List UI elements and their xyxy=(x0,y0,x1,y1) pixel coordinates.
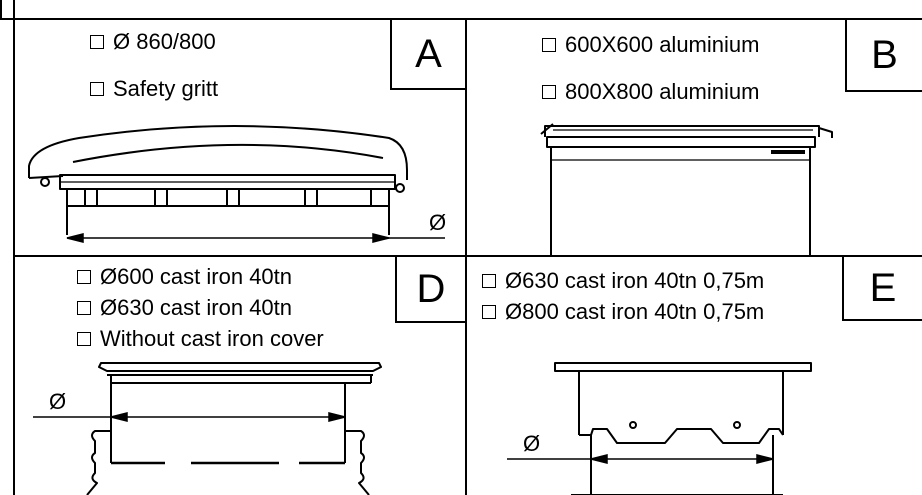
aluminium-hatch-drawing xyxy=(540,123,833,255)
checkbox[interactable] xyxy=(77,332,91,346)
option-b-1[interactable]: 600X600 aluminium xyxy=(542,34,759,56)
diameter-symbol-e: Ø xyxy=(523,431,540,456)
option-label: Ø600 cast iron 40tn xyxy=(100,264,293,289)
hatch-cover-drawing: Ø xyxy=(28,125,446,243)
option-label: Safety gritt xyxy=(113,76,219,101)
option-label: Without cast iron cover xyxy=(100,326,324,351)
panel-tag-b: B xyxy=(845,20,922,92)
panel-d: Ø600 cast iron 40tn Ø630 cast iron 40tn … xyxy=(15,257,465,495)
frame-top-line xyxy=(0,18,922,20)
panel-b: 600X600 aluminium 800X800 aluminium B xyxy=(467,20,922,255)
option-label: Ø 860/800 xyxy=(113,29,216,54)
option-label: Ø800 cast iron 40tn 0,75m xyxy=(505,299,765,324)
frame-left-line xyxy=(13,0,15,495)
option-d-1[interactable]: Ø600 cast iron 40tn xyxy=(77,266,292,288)
checkbox[interactable] xyxy=(482,274,496,288)
option-d-3[interactable]: Without cast iron cover xyxy=(77,328,324,350)
checkbox[interactable] xyxy=(90,82,104,96)
panel-e: Ø630 cast iron 40tn 0,75m Ø800 cast iron… xyxy=(467,257,922,495)
frame-middle-divider xyxy=(13,255,922,257)
option-label: Ø630 cast iron 40tn xyxy=(100,295,293,320)
frame-left-edge-top xyxy=(0,0,2,20)
panel-a: Ø 860/800 Safety gritt A xyxy=(15,20,465,255)
checkbox[interactable] xyxy=(90,35,104,49)
diameter-symbol-a: Ø xyxy=(429,210,446,235)
option-label: 800X800 aluminium xyxy=(565,79,760,104)
panel-tag-d: D xyxy=(395,257,465,323)
option-b-2[interactable]: 800X800 aluminium xyxy=(542,81,759,103)
option-label: 600X600 aluminium xyxy=(565,32,760,57)
cast-iron-cover-drawing: Ø xyxy=(33,362,382,495)
checkbox[interactable] xyxy=(482,305,496,319)
option-a-1[interactable]: Ø 860/800 xyxy=(90,31,216,53)
diameter-symbol-d: Ø xyxy=(49,389,66,414)
panel-tag-e: E xyxy=(842,257,922,321)
option-d-2[interactable]: Ø630 cast iron 40tn xyxy=(77,297,292,319)
option-e-1[interactable]: Ø630 cast iron 40tn 0,75m xyxy=(482,270,764,292)
panel-tag-a: A xyxy=(390,20,465,90)
checkbox[interactable] xyxy=(77,301,91,315)
checkbox[interactable] xyxy=(77,270,91,284)
option-label: Ø630 cast iron 40tn 0,75m xyxy=(505,268,765,293)
checkbox[interactable] xyxy=(542,38,556,52)
cast-iron-frame-drawing: Ø xyxy=(507,362,812,495)
option-e-2[interactable]: Ø800 cast iron 40tn 0,75m xyxy=(482,301,764,323)
checkbox[interactable] xyxy=(542,85,556,99)
option-a-2[interactable]: Safety gritt xyxy=(90,78,218,100)
